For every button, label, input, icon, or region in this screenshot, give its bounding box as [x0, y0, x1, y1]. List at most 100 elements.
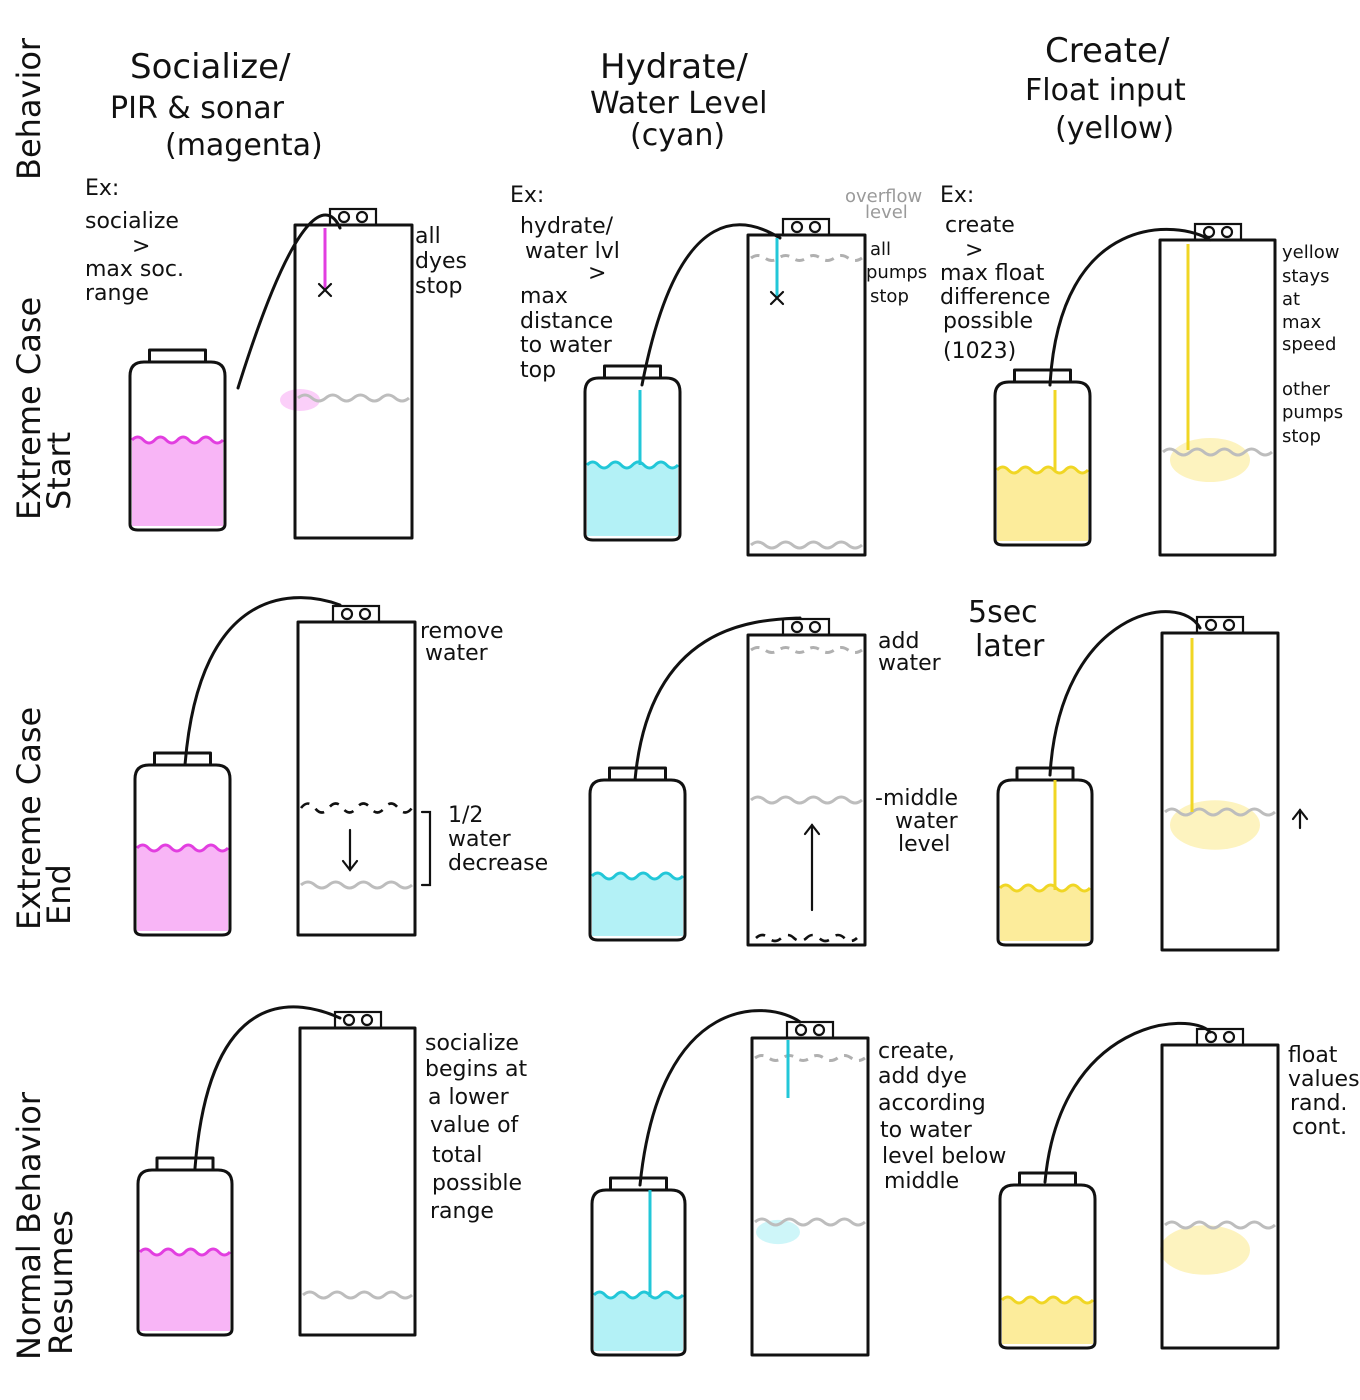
tube — [183, 596, 342, 767]
panel-r3c1 — [136, 1005, 417, 1337]
svg-text:speed: speed — [1282, 334, 1336, 355]
svg-text:Hydrate/: Hydrate/ — [600, 47, 748, 87]
tube — [1048, 227, 1212, 387]
tube — [638, 1009, 802, 1187]
note-r1c3-side: yellow stays at max speed other pumps st… — [1282, 242, 1343, 447]
svg-text:according: according — [878, 1091, 986, 1116]
svg-text:Resumes: Resumes — [42, 1210, 80, 1355]
svg-text:other: other — [1282, 379, 1331, 400]
note-r1c1-ex: Ex: socialize > max soc. range — [85, 176, 184, 306]
bottle-liquid-line — [138, 1247, 232, 1257]
bottle-liquid-line — [130, 435, 225, 445]
bottle-liquid — [1002, 1297, 1093, 1344]
column-title-create: Create/ Float input (yellow) — [1025, 31, 1186, 146]
note-r3c1-side: socialize begins at a lower value of tot… — [425, 1031, 527, 1224]
panel-r2c3 — [996, 610, 1309, 952]
dye-cloud — [1160, 1225, 1250, 1275]
svg-text:pumps: pumps — [1282, 402, 1343, 423]
tank — [298, 1026, 417, 1337]
dye-cloud — [1170, 438, 1250, 482]
svg-text:(yellow): (yellow) — [1055, 111, 1174, 146]
bottle-liquid — [587, 462, 678, 536]
svg-text:stop: stop — [415, 274, 463, 299]
svg-text:hydrate/: hydrate/ — [520, 214, 614, 239]
svg-text:Socialize/: Socialize/ — [130, 47, 291, 87]
bottle-liquid-line — [995, 465, 1090, 475]
note-r3c3-side: float values rand. cont. — [1288, 1043, 1360, 1140]
water-level-line — [1164, 807, 1276, 817]
svg-text:Extreme Case: Extreme Case — [10, 297, 48, 520]
svg-text:PIR & sonar: PIR & sonar — [110, 91, 285, 126]
svg-text:level: level — [898, 832, 950, 857]
x-marker-icon — [317, 282, 333, 298]
column-title-hydrate: Hydrate/ Water Level (cyan) — [590, 47, 767, 153]
svg-text:(1023): (1023) — [943, 339, 1016, 364]
note-r1c2-side: all pumps stop — [866, 239, 927, 307]
row-label-extreme-start: Extreme Case Start — [10, 297, 78, 520]
arrow-up-icon — [1291, 808, 1309, 830]
bottle-liquid-line — [998, 883, 1092, 893]
bottle-liquid-line — [585, 460, 680, 470]
tank — [1160, 631, 1280, 952]
bottle-cap — [608, 766, 667, 782]
sensor-icon — [781, 617, 831, 637]
svg-text:End: End — [40, 864, 78, 925]
svg-text:pumps: pumps — [866, 262, 927, 283]
svg-text:level below: level below — [882, 1144, 1006, 1169]
svg-text:value of: value of — [430, 1113, 520, 1138]
water-level-line — [750, 795, 863, 805]
note-r2c2-side: add water — [878, 629, 942, 676]
svg-text:later: later — [975, 629, 1045, 664]
svg-text:to water: to water — [880, 1118, 973, 1143]
svg-text:range: range — [85, 281, 149, 306]
svg-text:Water Level: Water Level — [590, 86, 767, 121]
water-level-line — [750, 540, 863, 550]
svg-text:create,: create, — [878, 1039, 955, 1064]
svg-text:possible: possible — [943, 309, 1033, 334]
water-level-line — [300, 880, 413, 890]
note-r2c1-side: remove water — [420, 619, 504, 666]
note-r1c3-ex: Ex: create > max float difference possib… — [940, 183, 1050, 364]
panel-r1c3 — [993, 222, 1277, 557]
note-r2c2-mid: -middle water level — [875, 786, 959, 857]
bottle-cap — [155, 1156, 215, 1172]
bottle-liquid-line — [135, 843, 230, 853]
water-level-line — [297, 393, 410, 403]
svg-text:begins at: begins at — [425, 1057, 527, 1082]
svg-text:top: top — [520, 358, 556, 383]
svg-text:Float input: Float input — [1025, 73, 1186, 108]
svg-text:to water: to water — [520, 333, 613, 358]
sensor-icon — [1195, 1027, 1245, 1047]
svg-text:>: > — [965, 238, 983, 263]
bottle-liquid — [140, 1249, 230, 1331]
svg-text:decrease: decrease — [448, 851, 548, 876]
bottle-liquid — [594, 1292, 683, 1351]
svg-text:distance: distance — [520, 309, 613, 334]
svg-text:water: water — [448, 827, 512, 852]
bottle — [588, 778, 687, 942]
bottle-liquid — [132, 437, 223, 526]
svg-text:overflow: overflow — [845, 186, 922, 207]
tank — [1158, 238, 1277, 557]
row-label-normal: Normal Behavior Resumes — [10, 1091, 80, 1360]
svg-text:create: create — [945, 213, 1015, 238]
bracket — [420, 810, 432, 887]
overflow-level-line — [750, 254, 863, 262]
bottle-cap — [153, 751, 212, 767]
svg-text:stays: stays — [1282, 266, 1330, 287]
sensor-icon — [1193, 222, 1243, 242]
tube — [1043, 1021, 1212, 1184]
svg-text:range: range — [430, 1199, 494, 1224]
svg-text:all: all — [870, 239, 891, 260]
bottle — [128, 360, 227, 532]
tank — [293, 223, 414, 540]
bottle — [583, 376, 682, 542]
svg-text:a lower: a lower — [428, 1085, 510, 1110]
bottle — [996, 778, 1094, 947]
svg-text:rand.: rand. — [1290, 1091, 1347, 1116]
svg-text:all: all — [415, 224, 441, 249]
svg-text:>: > — [132, 234, 150, 259]
svg-text:add: add — [878, 629, 919, 654]
water-level-line — [1162, 447, 1273, 457]
svg-text:add dye: add dye — [878, 1064, 967, 1089]
